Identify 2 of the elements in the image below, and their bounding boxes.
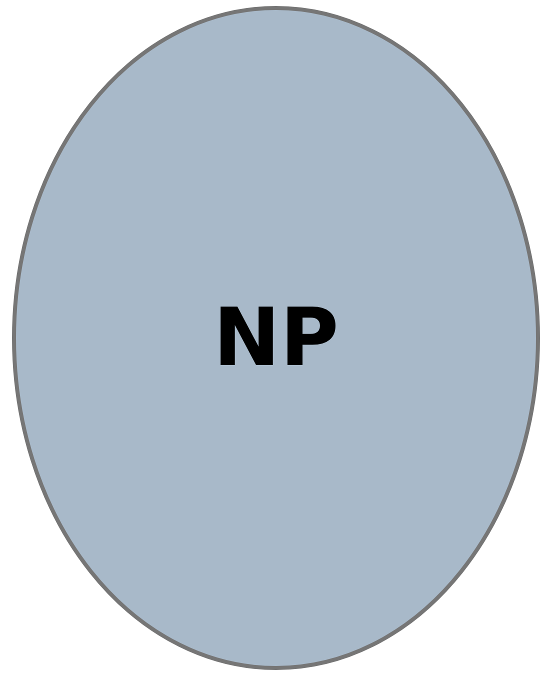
node-label: NP xyxy=(213,298,339,378)
ellipse-node xyxy=(12,6,540,670)
